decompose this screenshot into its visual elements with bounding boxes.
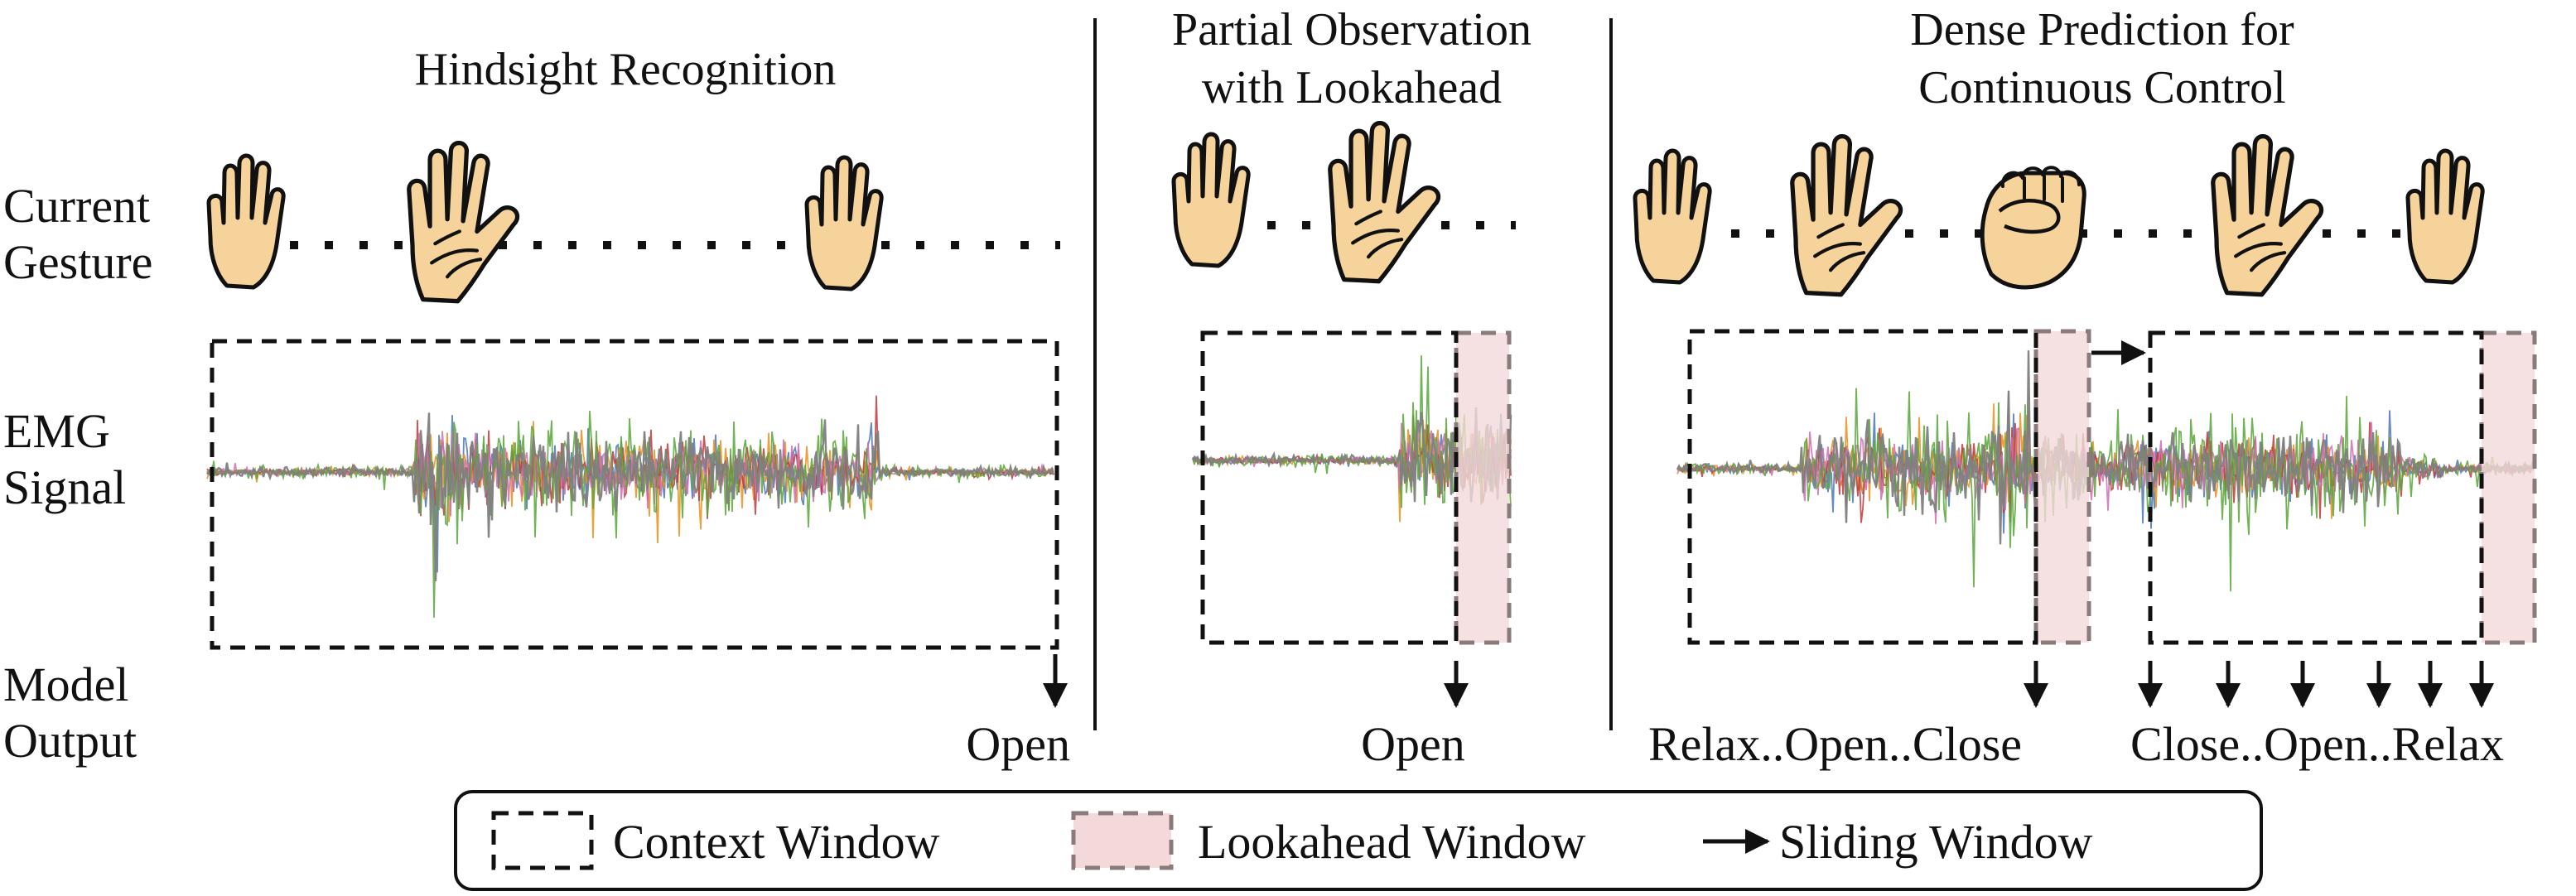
context-window-partial [1200, 330, 1459, 645]
open-hand-icon [1792, 137, 1901, 295]
lookahead-window-partial [1454, 330, 1512, 645]
relaxed-hand-icon [1635, 151, 1710, 282]
emg-signal-traces [206, 350, 2535, 618]
model-output-partial: Open [1361, 717, 1465, 771]
open-hand-icon [1330, 123, 1439, 282]
emg-channel-trace [206, 412, 1055, 581]
emg-channel-trace [206, 411, 1054, 618]
lookahead-window-dense-1 [2033, 329, 2091, 645]
svg-text:Current: Current [3, 179, 150, 233]
svg-text:Signal: Signal [3, 460, 126, 514]
model-output-hindsight: Open [966, 717, 1070, 771]
relaxed-hand-icon [2408, 151, 2482, 282]
panel-title-partial-line2: with Lookahead [1202, 62, 1502, 113]
context-window-dense-1 [1687, 329, 2038, 645]
row-label-model-output: Model Output [3, 658, 137, 768]
svg-text:Output: Output [3, 714, 137, 768]
relaxed-hand-icon [209, 156, 283, 287]
relaxed-hand-icon [1174, 134, 1248, 266]
model-output-dense-2: Close..Open..Relax [2130, 717, 2504, 771]
svg-text:EMG: EMG [3, 404, 110, 458]
model-output-dense-1: Relax..Open..Close [1648, 717, 2022, 771]
legend-lookahead-swatch [1071, 811, 1174, 870]
legend: Context Window Lookahead Window Sliding … [454, 790, 2263, 891]
context-window-hindsight [210, 339, 1059, 650]
panel-title-hindsight: Hindsight Recognition [415, 44, 837, 95]
legend-context-swatch [491, 811, 594, 870]
relaxed-hand-icon [807, 157, 881, 289]
svg-text:Model: Model [3, 658, 128, 711]
row-label-current-gesture: Current Gesture [3, 179, 152, 289]
emg-channel-trace [1676, 350, 2535, 545]
legend-context-label: Context Window [613, 815, 940, 869]
open-hand-icon [409, 143, 518, 301]
open-hand-icon [2213, 137, 2322, 295]
context-window-dense-2 [2148, 330, 2484, 645]
panel-title-dense-line2: Continuous Control [1918, 62, 2285, 113]
panel-title-dense-line1: Dense Prediction for [1910, 4, 2294, 55]
legend-lookahead-label: Lookahead Window [1198, 815, 1586, 869]
row-label-emg-signal: EMG Signal [3, 404, 126, 514]
lookahead-window-dense-2 [2479, 330, 2537, 645]
legend-sliding-label: Sliding Window [1779, 815, 2093, 869]
output-arrows [1043, 654, 2494, 708]
svg-text:Gesture: Gesture [3, 235, 152, 289]
legend-frame [454, 790, 2263, 891]
fist-icon [1982, 167, 2084, 287]
panel-title-partial-line1: Partial Observation [1172, 4, 1532, 55]
